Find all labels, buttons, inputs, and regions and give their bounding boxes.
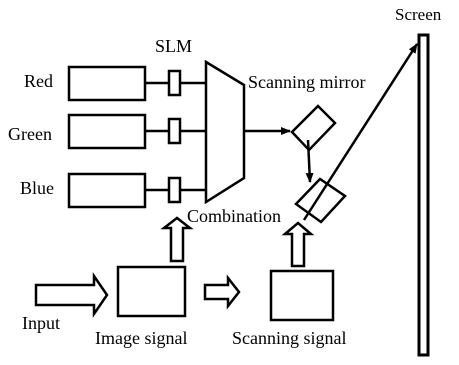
- red-source-box: [67, 65, 147, 102]
- scanning-mirror-lower: [294, 177, 347, 224]
- slm-element-green: [167, 117, 182, 145]
- screen-panel: [417, 33, 430, 357]
- combiner-trapezoid: [204, 59, 246, 205]
- image-signal-box: [116, 265, 187, 318]
- input-label: Input: [22, 313, 60, 333]
- image-signal-label: Image signal: [95, 328, 187, 348]
- screen-label: Screen: [395, 5, 442, 24]
- signal-transfer-right-arrow: [203, 274, 241, 310]
- scanning-mirror-upper: [290, 104, 337, 152]
- scanning-mirror-label: Scanning mirror: [248, 72, 365, 92]
- slm-label: SLM: [155, 36, 192, 56]
- image-signal-up-arrow: [160, 216, 194, 263]
- scanning-signal-up-arrow: [281, 221, 315, 268]
- combination-label: Combination: [187, 206, 281, 226]
- blue-label: Blue: [20, 178, 54, 198]
- mirror-to-mirror-beam: [305, 139, 314, 183]
- green-source-box: [67, 113, 147, 150]
- input-right-arrow: [34, 271, 109, 319]
- beam-to-screen: [302, 43, 419, 221]
- slm-element-blue: [167, 176, 182, 204]
- scanning-signal-box: [269, 269, 335, 322]
- red-label: Red: [24, 71, 53, 91]
- slm-element-red: [167, 69, 182, 97]
- scanning-signal-label: Scanning signal: [232, 328, 347, 348]
- green-label: Green: [8, 124, 52, 144]
- blue-source-box: [67, 172, 147, 209]
